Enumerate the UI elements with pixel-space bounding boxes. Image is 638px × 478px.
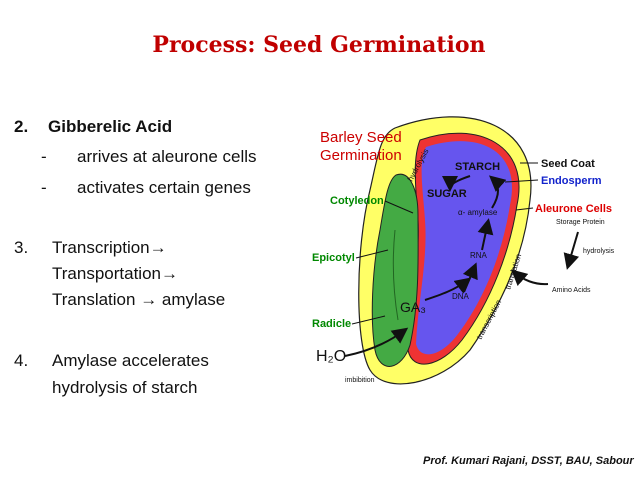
- author-credit: Prof. Kumari Rajani, DSST, BAU, Sabour: [423, 455, 634, 467]
- label-endosperm: Endosperm: [541, 175, 602, 187]
- label-rna: RNA: [470, 251, 488, 260]
- label-storage-protein: Storage Protein: [556, 219, 605, 226]
- point-2-heading: Gibberelic Acid: [48, 117, 173, 136]
- label-radicle: Radicle: [312, 318, 351, 330]
- sub-dash: -: [41, 147, 47, 166]
- point-3-line: Transportation→: [52, 264, 178, 283]
- leader-aleurone: [515, 207, 534, 211]
- embryo-split: [392, 229, 399, 321]
- point-3-number: 3.: [14, 238, 29, 257]
- point-4-line: Amylase accelerates: [52, 351, 209, 370]
- label-seed-coat: Seed Coat: [541, 158, 595, 170]
- label-aleurone: Aleurone Cells: [535, 203, 612, 215]
- sub-point: arrives at aleurone cells: [77, 147, 257, 166]
- point-3-line: Transcription→: [52, 238, 167, 257]
- ga3-to-aleurone-arrow: [424, 277, 472, 301]
- diagram-title-line2: Germination: [320, 147, 402, 164]
- leader-radicle: [351, 315, 386, 325]
- label-epicotyl: Epicotyl: [312, 252, 355, 264]
- amylase-to-starch-arrow: [488, 175, 507, 209]
- slide-title: Process: Seed Germination: [152, 32, 486, 58]
- embryo-shape: [371, 173, 419, 367]
- imbibition-arrow: [344, 327, 409, 357]
- label-sugar: SUGAR: [427, 188, 467, 200]
- diagram-title-line1: Barley Seed: [320, 129, 402, 146]
- label-dna: DNA: [452, 292, 470, 301]
- rna-to-amylase-arrow: [477, 218, 494, 251]
- leader-endosperm: [504, 179, 539, 183]
- endosperm-shape: [416, 141, 512, 355]
- point-2-number: 2.: [14, 117, 29, 136]
- starch-to-sugar-arrow: [442, 175, 471, 192]
- point-3-line: Translation → amylase: [52, 290, 226, 309]
- amino-acid-arrow: [511, 269, 549, 286]
- sub-point: activates certain genes: [77, 178, 251, 197]
- label-amylase: α- amylase: [458, 208, 498, 217]
- label-amino-acids: Amino Acids: [552, 287, 591, 294]
- label-hydrolysis-side: hydrolysis: [583, 248, 615, 255]
- label-starch: STARCH: [455, 161, 500, 173]
- label-cotyledon: Cotyledon: [330, 195, 384, 207]
- point-4-number: 4.: [14, 351, 29, 370]
- label-water: H₂O: [316, 348, 346, 365]
- leader-cotyledon: [384, 200, 414, 214]
- dna-to-rna-arrow: [462, 262, 478, 293]
- label-ga3: GA₃: [400, 299, 426, 315]
- label-imbibition: imbibition: [345, 377, 375, 384]
- leader-epicotyl: [355, 249, 389, 259]
- point-4-line: hydrolysis of starch: [52, 378, 198, 397]
- sub-dash: -: [41, 178, 47, 197]
- hydrolysis-arrow: [563, 231, 580, 270]
